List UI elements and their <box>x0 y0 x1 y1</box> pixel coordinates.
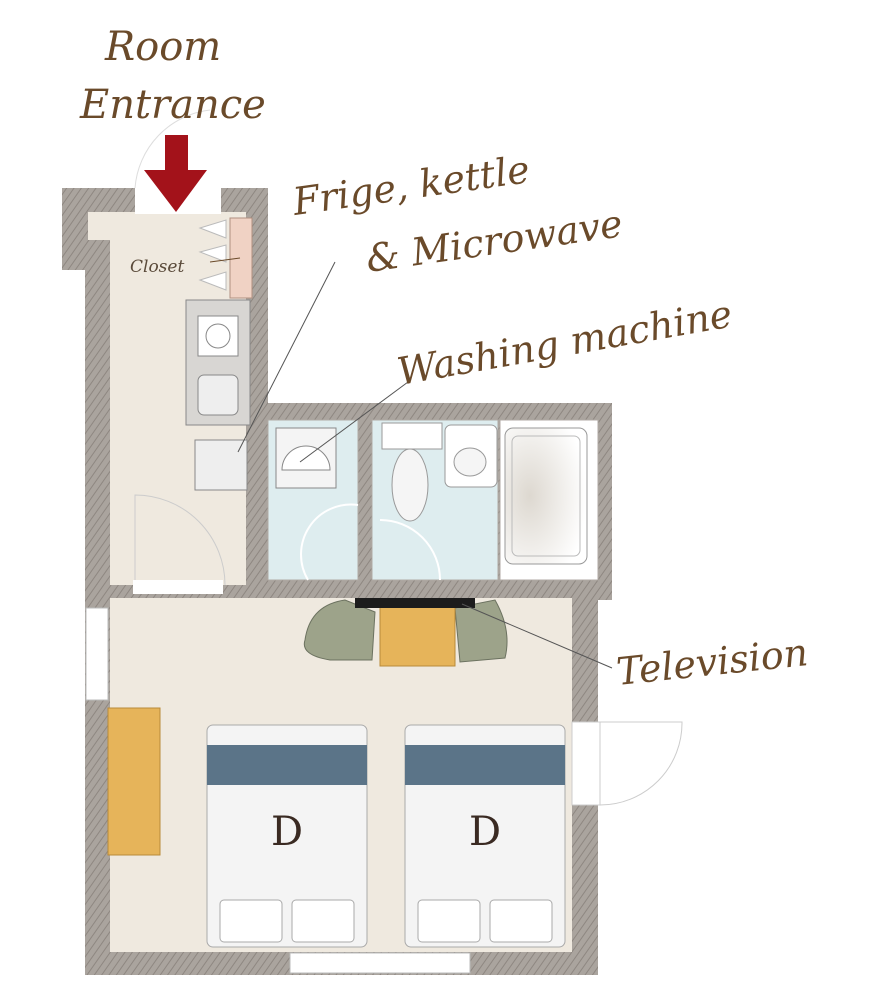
window-left <box>85 607 109 701</box>
bathtub <box>504 427 588 565</box>
corridor-door[interactable] <box>133 580 223 594</box>
kitchen-label-line1: Frige, kettle <box>289 147 532 224</box>
toilet <box>391 448 429 522</box>
television <box>355 598 475 608</box>
desk <box>107 707 161 856</box>
kitchen-label-line2: & Microwave <box>363 201 625 281</box>
washing-label: Washing machine <box>394 292 735 394</box>
bed-type-label: D <box>469 809 501 855</box>
closet <box>229 217 253 299</box>
balcony-door[interactable] <box>571 721 601 806</box>
entrance-label-line2: Entrance <box>79 82 266 128</box>
bed-type-label: D <box>271 809 303 855</box>
table <box>379 605 456 667</box>
television-label: Television <box>614 630 810 694</box>
chair-right <box>454 599 508 663</box>
bed-2: D <box>404 724 566 948</box>
entrance-label-line1: Room <box>104 24 221 70</box>
entrance-arrow-icon <box>144 135 207 212</box>
closet-label: Closet <box>130 257 184 277</box>
window-bottom <box>289 952 471 974</box>
bed-1: D <box>206 724 368 948</box>
chair-left <box>303 599 376 661</box>
fridge <box>194 439 248 491</box>
